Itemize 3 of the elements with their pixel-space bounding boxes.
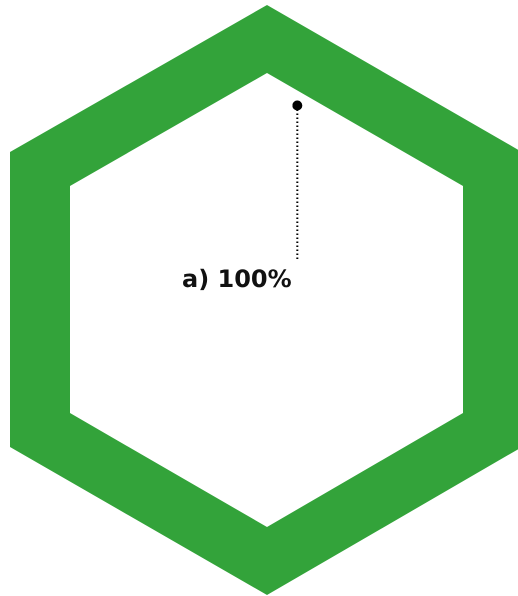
hexagon-frame <box>10 5 518 595</box>
leader-line <box>292 100 302 259</box>
percent-label: a) 100% <box>182 267 292 291</box>
